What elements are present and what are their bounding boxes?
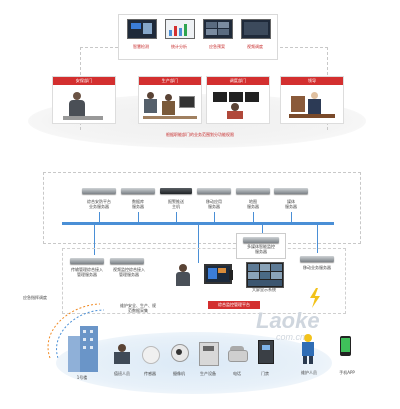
server-unit-4	[197, 188, 231, 194]
watermark-sub: com.cn	[276, 332, 306, 342]
department-caption: 根据职能部门的业务范围划分功能权限	[166, 132, 234, 137]
production-equipment-icon	[199, 342, 219, 366]
lower-dashed-frame	[62, 248, 346, 314]
multimedia-server-box: 多媒体智能监控 服务器	[236, 233, 286, 259]
phone-app-label: 手机APP	[339, 370, 355, 375]
video-wall	[246, 262, 284, 288]
server-unit-6	[274, 188, 308, 194]
lower-server-unit-2	[110, 258, 144, 264]
bus-link-media	[262, 225, 263, 235]
dept-card-dispatch: 调度部门	[206, 76, 270, 124]
server-unit-5	[236, 188, 270, 194]
dept-card-security: 安保部门	[52, 76, 116, 124]
server-link-2	[138, 212, 139, 222]
dept-leader-label: 领导	[281, 77, 343, 85]
multimedia-server-label: 多媒体智能监控 服务器	[247, 244, 275, 254]
multimedia-server-unit	[243, 237, 279, 243]
screen-label-1: 智慧检测	[133, 44, 149, 49]
server-label-3: 报警推送 主机	[168, 199, 184, 209]
dept-security-label: 安保部门	[53, 77, 115, 85]
server-label-4: 移动应用 服务器	[206, 199, 222, 209]
server-link-6	[291, 212, 292, 222]
mobile-server-unit	[300, 256, 334, 262]
screen-label-4: 视频调度	[247, 44, 263, 49]
server-label-5: 地图 服务器	[247, 199, 259, 209]
server-unit-2	[121, 188, 155, 194]
server-link-1	[99, 212, 100, 222]
bus-link-left	[94, 225, 95, 255]
server-link-4	[214, 212, 215, 222]
top-screens-panel: 智慧检测 统计分析 应急预案 视频调度	[118, 14, 278, 60]
command-arc-lines	[47, 303, 105, 359]
server-cluster-frame	[43, 172, 361, 244]
production-staff-illustration	[139, 86, 201, 123]
mobile-server-label: 移动业务服务器	[303, 265, 331, 270]
leader-illustration	[281, 86, 343, 123]
device-label-sensor: 传感器	[144, 371, 156, 376]
screen-monitor-3	[203, 19, 233, 39]
maintenance-label: 维护人员	[301, 370, 317, 375]
server-label-1: 综合安防平台 业务服务器	[87, 199, 111, 209]
telephone-icon	[228, 346, 248, 362]
server-unit-3	[160, 188, 192, 194]
device-label-telephone: 电话	[233, 371, 241, 376]
server-link-5	[253, 212, 254, 222]
screen-wall-label: 大屏显示系统	[252, 287, 276, 292]
lower-server-label-2: 视频监控综合接入 管理服务器	[113, 267, 145, 277]
screen-monitor-4	[241, 19, 271, 39]
screen-monitor-2	[165, 19, 195, 39]
wireless-lightning-icon	[310, 288, 320, 308]
watermark-logo: Laoke	[256, 308, 320, 333]
lower-server-label-1: 传输管理综合接入 管理服务器	[71, 267, 103, 277]
server-link-3	[176, 212, 177, 222]
emergency-command-label: 应急指挥调度	[23, 295, 47, 300]
bus-link-center	[198, 225, 199, 263]
building-label: 1号楼	[76, 375, 88, 380]
security-staff-illustration	[53, 86, 115, 123]
sensor-icon	[142, 346, 160, 364]
maintenance-staff-icon	[300, 334, 316, 364]
device-label-camera: 摄像机	[173, 371, 185, 376]
dispatch-staff-illustration	[207, 86, 269, 123]
dept-card-production: 生产部门	[138, 76, 202, 124]
bus-link-right	[317, 225, 318, 253]
operator-illustration	[174, 264, 192, 290]
server-label-6: 媒体 服务器	[285, 199, 297, 209]
pc-tower-icon	[229, 270, 233, 280]
data-collection-label: 维护安全、生产、规 范数据采集	[120, 303, 156, 313]
screen-label-2: 统计分析	[171, 44, 187, 49]
device-label-duty-staff: 值班人员	[114, 371, 130, 376]
duty-staff-icon	[113, 344, 131, 366]
device-label-access: 门禁	[261, 371, 269, 376]
server-label-2: 数据库 服务器	[132, 199, 144, 209]
mobile-phone-icon	[340, 336, 351, 356]
access-control-icon	[258, 340, 274, 364]
screen-monitor-1	[127, 19, 157, 39]
camera-icon	[170, 340, 189, 362]
bottom-floor-ellipse	[56, 332, 332, 394]
lower-server-unit-1	[70, 258, 104, 264]
building-icon	[68, 326, 98, 372]
screen-label-3: 应急预案	[209, 44, 225, 49]
dept-production-label: 生产部门	[139, 77, 201, 85]
dept-card-leader: 领导	[280, 76, 344, 124]
platform-button[interactable]: 综合监控管理平台	[208, 301, 260, 309]
device-label-production: 生产设备	[200, 371, 216, 376]
server-unit-1	[82, 188, 116, 194]
monitor-icon	[204, 264, 232, 284]
dept-dispatch-label: 调度部门	[207, 77, 269, 85]
network-bus	[62, 222, 334, 225]
